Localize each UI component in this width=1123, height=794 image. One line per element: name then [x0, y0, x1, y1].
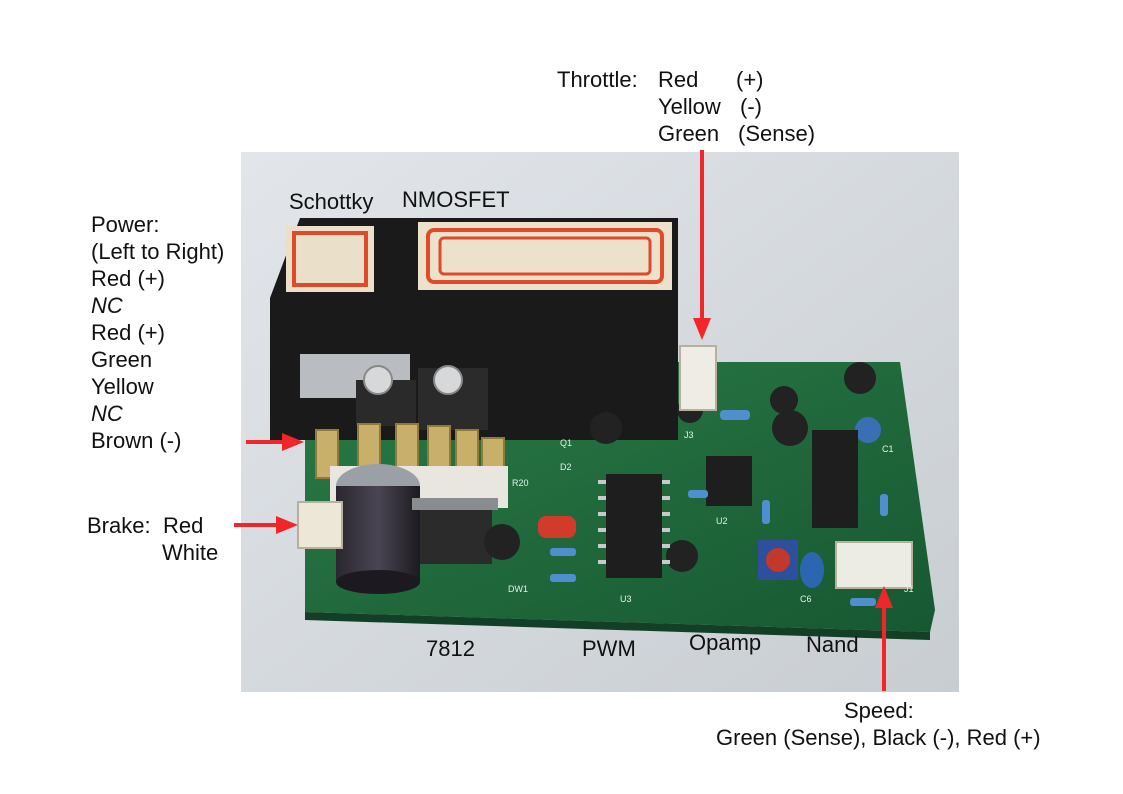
brake-title: Brake: — [87, 513, 151, 538]
silk-c1: C1 — [882, 444, 894, 454]
power-pin-7: Brown (-) — [91, 428, 182, 453]
silk-u2: U2 — [716, 516, 728, 526]
red-capacitor — [538, 516, 576, 538]
schottky-label: Schottky — [289, 189, 374, 214]
throttle-red: Red — [658, 67, 699, 92]
screw-right — [433, 365, 463, 395]
power-order: (Left to Right) — [91, 239, 225, 264]
nmosfet-label: NMOSFET — [402, 187, 510, 212]
regulator-7812 — [420, 506, 492, 564]
opamp-ic — [706, 456, 752, 506]
silk-dw1: DW1 — [508, 584, 528, 594]
cap-small-4 — [666, 540, 698, 572]
brake-red: Red — [163, 513, 204, 538]
nmosfet-sticker — [418, 222, 672, 290]
power-pin-5: Yellow — [91, 374, 154, 399]
silk-d2: D2 — [560, 462, 572, 472]
silk-j1: J1 — [904, 584, 914, 594]
power-pin-3: Red (+) — [91, 320, 165, 345]
throttle-connector — [679, 345, 717, 411]
brake-connector — [297, 501, 343, 549]
power-pin-1: Red (+) — [91, 266, 165, 291]
throttle-title: Throttle: — [557, 67, 638, 92]
throttle-red-polarity: (+) — [736, 67, 764, 92]
silk-c6: C6 — [800, 594, 812, 604]
throttle-green: Green — [658, 121, 720, 146]
power-title: Power: — [91, 212, 160, 237]
power-pin-6: NC — [91, 401, 123, 426]
resistors — [550, 410, 888, 606]
speed-wires: Green (Sense), Black (-), Red (+) — [716, 725, 1041, 750]
opamp-label: Opamp — [689, 630, 762, 655]
throttle-green-polarity: (Sense) — [738, 121, 816, 146]
cap-small-6 — [770, 386, 798, 414]
pcb-edge — [305, 612, 930, 640]
speed-title: Speed: — [844, 698, 914, 723]
silk-r20: R20 — [512, 478, 529, 488]
nand-label: Nand — [806, 632, 859, 657]
silk-j3: J3 — [684, 430, 694, 440]
power-pin-2: NC — [91, 293, 123, 318]
throttle-yellow-polarity: (-) — [740, 94, 762, 119]
power-pin-4: Green — [91, 347, 153, 372]
schottky-sticker — [286, 226, 374, 292]
cap-small-7 — [844, 362, 876, 394]
large-capacitor — [336, 486, 420, 582]
silk-q1: Q1 — [560, 438, 572, 448]
cap-blue-2 — [800, 552, 824, 588]
cap-small-2 — [590, 412, 622, 444]
silk-u3: U3 — [620, 594, 632, 604]
cap-blue-1 — [855, 417, 881, 443]
pwm-label: PWM — [582, 636, 636, 661]
speed-connector — [835, 541, 913, 589]
throttle-yellow: Yellow — [658, 94, 721, 119]
pwm-ic — [606, 474, 662, 578]
nand-ic — [812, 430, 858, 528]
cap-small-5 — [772, 410, 808, 446]
screw-left — [363, 365, 393, 395]
brake-white: White — [162, 540, 219, 565]
cap-small-1 — [484, 524, 520, 560]
regulator-7812-label: 7812 — [426, 636, 475, 661]
